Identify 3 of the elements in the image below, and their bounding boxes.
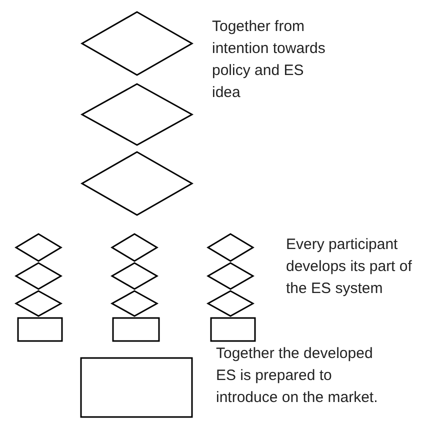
description-text: Together the developed ES is prepared to introduce on the market.	[216, 344, 379, 408]
description-text: Together from intention towards policy and ES idea	[212, 17, 326, 103]
description-text: Every participant develops its part of the ES system	[286, 235, 413, 299]
